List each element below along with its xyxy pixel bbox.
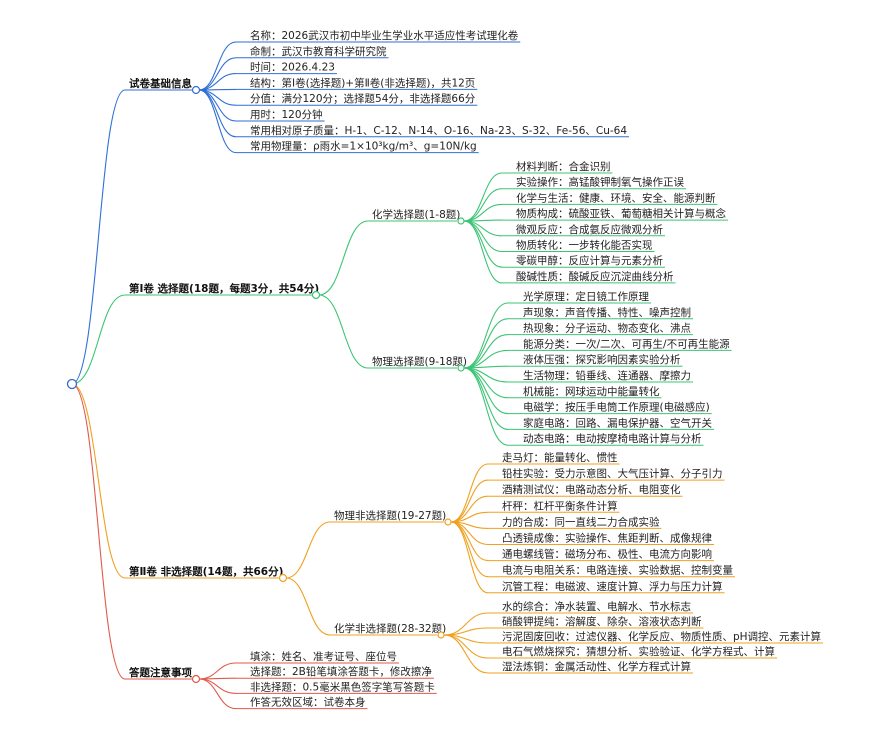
branch-label: 第Ⅱ卷 非选择题(14题，共66分) bbox=[129, 565, 283, 578]
leaf-item: 家庭电路：回路、漏电保护器、空气开关 bbox=[523, 416, 712, 429]
leaf-item: 铅柱实验：受力示意图、大气压计算、分子引力 bbox=[502, 467, 723, 480]
leaf-item: 实验操作：高锰酸钾制氧气操作正误 bbox=[516, 176, 684, 189]
branch-label: 答题注意事项 bbox=[128, 666, 192, 679]
leaf-connector bbox=[198, 678, 237, 710]
group-connector bbox=[285, 577, 331, 636]
branch-toggle[interactable] bbox=[191, 85, 201, 95]
leaf-item: 结构：第Ⅰ卷(选择题)+第Ⅱ卷(非选择题)，共12页 bbox=[250, 76, 475, 89]
branch-connector bbox=[71, 383, 126, 579]
leaf-item: 电石气燃烧探究：猜想分析、实验验证、化学方程式、计算 bbox=[502, 645, 775, 658]
leaf-item: 光学原理：定日镜工作原理 bbox=[523, 290, 649, 303]
leaf-item: 杆秤：杠杆平衡条件计算 bbox=[502, 499, 618, 512]
leaf-item: 化学与生活：健康、环境、安全、能源判断 bbox=[516, 191, 716, 204]
leaf-item: 沉管工程：电磁波、速度计算、浮力与压力计算 bbox=[502, 580, 723, 593]
leaf-connector bbox=[463, 220, 503, 253]
leaf-item: 电磁学：按压手电筒工作原理(电磁感应) bbox=[523, 401, 710, 414]
leaf-connector bbox=[463, 367, 509, 399]
leaf-item: 常用相对原子质量：H-1、C-12、N-14、O-16、Na-23、S-32、F… bbox=[250, 124, 627, 137]
branch-toggle[interactable] bbox=[191, 674, 201, 684]
group-connector bbox=[318, 294, 369, 369]
branch-connector bbox=[71, 89, 126, 385]
leaf-connector bbox=[198, 662, 237, 680]
root-node[interactable] bbox=[66, 378, 78, 390]
leaf-connector bbox=[198, 41, 237, 91]
leaf-connector bbox=[463, 367, 509, 446]
leaf-item: 分值：满分120分；选择题54分，非选择题66分 bbox=[250, 92, 476, 105]
leaf-item: 材料判断：合金识别 bbox=[516, 160, 611, 173]
leaf-item: 酒精测试仪：电路动态分析、电阻变化 bbox=[502, 483, 681, 496]
leaf-item: 硝酸钾提纯：溶解度、除杂、溶液状态判断 bbox=[502, 615, 702, 628]
leaf-item: 用时：120分钟 bbox=[250, 108, 323, 121]
leaf-item: 能源分类：一次/二次、可再生/不可再生能源 bbox=[523, 337, 730, 350]
leaf-item: 液体压强：探究影响因素实验分析 bbox=[523, 353, 681, 366]
leaf-item: 名称：2026武汉市初中毕业生学业水平适应性考试理化卷 bbox=[250, 29, 519, 42]
leaf-connector bbox=[450, 521, 489, 594]
leaf-connector bbox=[463, 367, 509, 430]
leaf-item: 常用物理量：ρ雨水=1×10³kg/m³、g=10N/kg bbox=[250, 140, 477, 153]
leaf-item: 时间：2026.4.23 bbox=[250, 61, 335, 74]
branch-toggle[interactable] bbox=[311, 290, 321, 300]
branch-label: 第Ⅰ卷 选择题(18题，每题3分，共54分) bbox=[129, 282, 319, 295]
leaf-connector bbox=[463, 172, 503, 222]
branch-connector bbox=[71, 294, 126, 385]
leaf-item: 声现象：声音传播、特性、噪声控制 bbox=[523, 306, 691, 319]
group-toggle[interactable] bbox=[444, 518, 452, 526]
leaf-connector bbox=[463, 220, 503, 284]
branch-label: 试卷基础信息 bbox=[129, 77, 192, 90]
leaf-connector bbox=[463, 203, 503, 222]
group-toggle[interactable] bbox=[437, 631, 445, 639]
leaf-item: 通电螺线管：磁场分布、极性、电流方向影响 bbox=[502, 548, 712, 561]
leaf-item: 走马灯：能量转化、惯性 bbox=[502, 451, 618, 464]
leaf-connector bbox=[463, 302, 509, 369]
leaf-item: 湿法炼铜：金属活动性、化学方程式计算 bbox=[502, 660, 691, 673]
leaf-connector bbox=[463, 318, 509, 369]
group-toggle[interactable] bbox=[457, 364, 465, 372]
leaf-connector bbox=[443, 634, 489, 674]
leaf-item: 水的综合：净水装置、电解水、节水标志 bbox=[502, 600, 691, 613]
leaf-item: 物质转化：一步转化能否实现 bbox=[516, 239, 653, 252]
leaf-item: 力的合成：同一直线二力合成实验 bbox=[502, 515, 660, 528]
leaf-item: 选择题：2B铅笔填涂答题卡，修改擦净 bbox=[250, 665, 432, 678]
leaf-item: 作答无效区域：试卷本身 bbox=[250, 696, 366, 709]
branch-connector bbox=[71, 383, 126, 680]
group-label: 物理非选择题(19-27题) bbox=[334, 509, 446, 522]
leaf-connector bbox=[198, 89, 237, 122]
leaf-connector bbox=[450, 521, 489, 578]
group-label: 化学非选择题(28-32题) bbox=[334, 622, 446, 635]
leaf-connector bbox=[450, 479, 489, 523]
group-label: 化学选择题(1-8题) bbox=[372, 208, 460, 221]
leaf-item: 微观反应：合成氨反应微观分析 bbox=[516, 223, 663, 236]
leaf-item: 热现象：分子运动、物态变化、沸点 bbox=[523, 322, 691, 335]
group-toggle[interactable] bbox=[457, 217, 465, 225]
leaf-item: 生活物理：铅垂线、连通器、摩擦力 bbox=[523, 369, 691, 382]
group-label: 物理选择题(9-18题) bbox=[372, 355, 467, 368]
leaf-item: 凸透镜成像：实验操作、焦距判断、成像规律 bbox=[502, 532, 712, 545]
leaf-connector bbox=[450, 463, 489, 523]
leaf-item: 非选择题：0.5毫米黑色签字笔写答题卡 bbox=[250, 680, 435, 693]
leaf-item: 电流与电阻关系：电路连接、实验数据、控制变量 bbox=[502, 564, 733, 577]
group-connector bbox=[285, 521, 331, 579]
branch-toggle[interactable] bbox=[278, 573, 288, 583]
leaf-item: 污泥固废回收：过滤仪器、化学反应、物质性质、pH调控、元素计算 bbox=[502, 630, 821, 643]
leaf-item: 酸碱性质：酸碱反应沉淀曲线分析 bbox=[516, 270, 674, 283]
leaf-item: 动态电路：电动按摩椅电路计算与分析 bbox=[523, 432, 702, 445]
leaf-connector bbox=[198, 89, 237, 154]
leaf-item: 物质构成：硫酸亚铁、葡萄糖相关计算与概念 bbox=[516, 207, 726, 220]
leaf-connector bbox=[198, 73, 237, 91]
leaf-item: 机械能：网球运动中能量转化 bbox=[523, 385, 660, 398]
leaf-connector bbox=[198, 678, 237, 694]
leaf-connector bbox=[198, 88, 237, 91]
leaf-item: 命制：武汉市教育科学研究院 bbox=[250, 45, 387, 58]
leaf-item: 零碳甲醇：反应计算与元素分析 bbox=[516, 254, 663, 267]
group-connector bbox=[318, 220, 369, 296]
leaf-item: 填涂：姓名、准考证号、座位号 bbox=[250, 650, 397, 663]
